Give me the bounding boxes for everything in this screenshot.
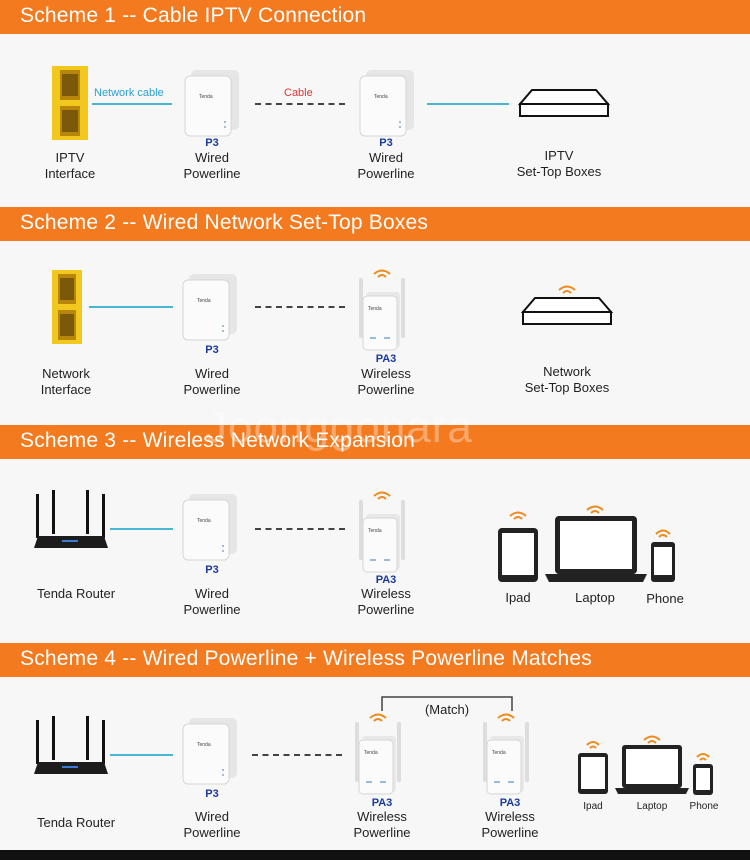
link-line — [110, 754, 173, 756]
pa3-model-label: PA3 — [499, 797, 521, 809]
set-top-box-icon — [518, 89, 610, 117]
scheme-2-banner: Scheme 2 -- Wired Network Set-Top Boxes — [0, 207, 750, 241]
dashed-line — [255, 306, 345, 308]
scheme-1-title: Scheme 1 -- Cable IPTV Connection — [20, 4, 367, 27]
link-line — [427, 103, 509, 105]
svg-text:Tenda: Tenda — [368, 528, 382, 534]
p3-model-label: P3 — [379, 137, 393, 149]
laptop-label: Laptop — [636, 801, 668, 812]
p3-adapter-icon: Tenda — [182, 494, 237, 561]
scheme-2-title: Scheme 2 -- Wired Network Set-Top Boxes — [20, 211, 429, 234]
ipad-icon — [498, 511, 538, 582]
router-icon — [34, 716, 108, 774]
ipad-label: Ipad — [505, 590, 531, 605]
phone-icon — [693, 753, 713, 795]
pa3-extender-icon: Tenda — [355, 713, 401, 795]
laptop-icon — [615, 735, 689, 794]
router-icon — [34, 490, 108, 548]
bottom-bar — [0, 850, 750, 860]
scheme-4-title: Scheme 4 -- Wired Powerline + Wireless P… — [20, 647, 592, 670]
phone-label: Phone — [646, 591, 684, 606]
p3-model-label: P3 — [205, 344, 219, 356]
dashed-line — [252, 754, 342, 756]
scheme-3-banner: Scheme 3 -- Wireless Network Expansion — [0, 425, 750, 459]
p3-model-label: P3 — [205, 564, 219, 576]
wall-socket-icon — [52, 66, 88, 140]
scheme-4-banner: Scheme 4 -- Wired Powerline + Wireless P… — [0, 643, 750, 677]
network-cable-line — [92, 103, 172, 105]
svg-text:Tenda: Tenda — [368, 306, 382, 312]
svg-text:Tenda: Tenda — [197, 742, 211, 748]
pa3-extender-icon: Tenda — [483, 713, 529, 795]
match-label: (Match) — [412, 702, 482, 718]
p3-adapter-icon: Tenda — [182, 274, 237, 341]
scheme-3-title: Scheme 3 -- Wireless Network Expansion — [20, 429, 416, 452]
p3-adapter-icon: Tenda — [184, 70, 239, 137]
p3-model-label: P3 — [205, 788, 219, 800]
laptop-label: Laptop — [575, 590, 615, 605]
set-top-box-icon — [521, 285, 613, 325]
svg-text:Tenda: Tenda — [364, 750, 378, 756]
p3-model-label: P3 — [205, 137, 219, 149]
match-bracket — [381, 696, 513, 711]
pa3-extender-icon: Tenda — [359, 269, 405, 351]
link-line — [89, 306, 173, 308]
phone-label: Phone — [689, 801, 719, 812]
svg-text:Tenda: Tenda — [199, 94, 213, 100]
cable-dashed-line — [255, 103, 345, 105]
svg-text:Tenda: Tenda — [197, 518, 211, 524]
pa3-model-label: PA3 — [371, 797, 393, 809]
svg-text:Tenda: Tenda — [374, 94, 388, 100]
svg-text:Tenda: Tenda — [492, 750, 506, 756]
link-line — [110, 528, 173, 530]
p3-adapter-icon: Tenda — [359, 70, 414, 137]
pa3-extender-icon: Tenda — [359, 491, 405, 573]
network-cable-label: Network cable — [94, 87, 164, 99]
p3-adapter-icon: Tenda — [182, 718, 237, 785]
wall-socket-icon — [52, 270, 82, 344]
ipad-label: Ipad — [583, 801, 603, 812]
phone-icon — [651, 529, 675, 582]
svg-text:Tenda: Tenda — [197, 298, 211, 304]
dashed-line — [255, 528, 345, 530]
cable-label: Cable — [284, 87, 313, 99]
pa3-model-label: PA3 — [375, 574, 397, 586]
watermark: Joonggonara — [205, 403, 473, 452]
tenda-router-label: Tenda Router — [36, 586, 116, 601]
tenda-router-label: Tenda Router — [36, 815, 116, 830]
laptop-icon — [545, 505, 647, 582]
pa3-model-label: PA3 — [375, 353, 397, 365]
scheme-1-banner: Scheme 1 -- Cable IPTV Connection — [0, 0, 750, 34]
ipad-icon — [578, 741, 608, 794]
